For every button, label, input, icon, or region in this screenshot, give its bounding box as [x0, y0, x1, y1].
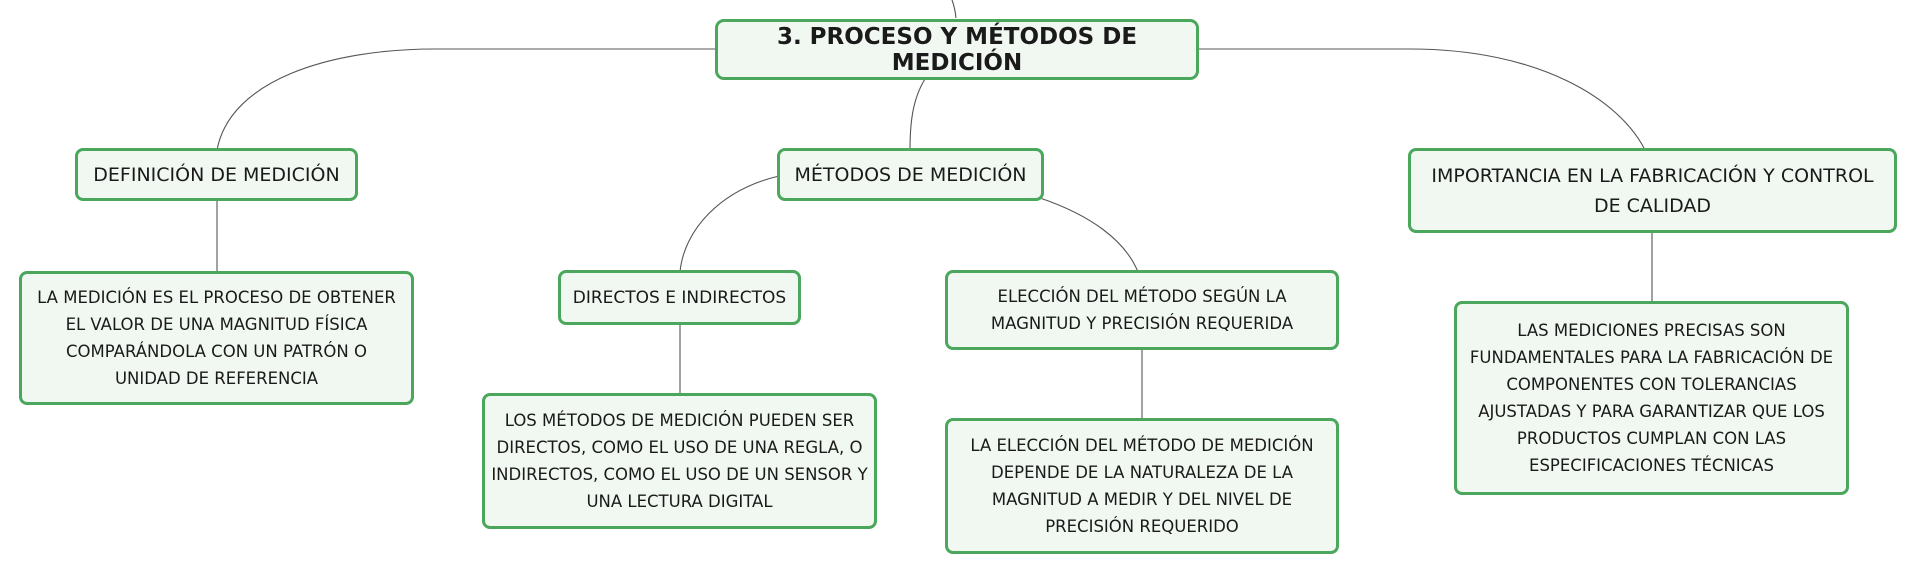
node-importancia-fabricacion[interactable]: IMPORTANCIA EN LA FABRICACIÓN Y CONTROL …	[1408, 148, 1897, 233]
connector-metodos-to-eleccion	[1039, 197, 1139, 273]
node-definicion-de-medicion[interactable]: DEFINICIÓN DE MEDICIÓN	[75, 148, 358, 201]
root-node[interactable]: 3. PROCESO Y MÉTODOS DE MEDICIÓN	[715, 19, 1199, 80]
connector-root-to-definicion	[216, 48, 715, 151]
connector-metodos-to-directos	[679, 175, 780, 273]
node-metodos-de-medicion[interactable]: MÉTODOS DE MEDICIÓN	[777, 148, 1044, 201]
node-eleccion-detail[interactable]: LA ELECCIÓN DEL MÉTODO DE MEDICIÓN DEPEN…	[945, 418, 1339, 554]
connector-root-to-metodos	[909, 78, 926, 151]
node-importancia-detail[interactable]: LAS MEDICIONES PRECISAS SON FUNDAMENTALE…	[1454, 301, 1849, 495]
node-definicion-detail[interactable]: LA MEDICIÓN ES EL PROCESO DE OBTENER EL …	[19, 271, 414, 405]
node-directos-detail[interactable]: LOS MÉTODOS DE MEDICIÓN PUEDEN SER DIREC…	[482, 393, 877, 529]
connector-root-to-importancia	[1199, 48, 1646, 151]
node-directos-e-indirectos[interactable]: DIRECTOS E INDIRECTOS	[558, 270, 801, 325]
node-eleccion-del-metodo[interactable]: ELECCIÓN DEL MÉTODO SEGÚN LA MAGNITUD Y …	[945, 270, 1339, 350]
connector-parent-to-root	[951, 0, 957, 19]
